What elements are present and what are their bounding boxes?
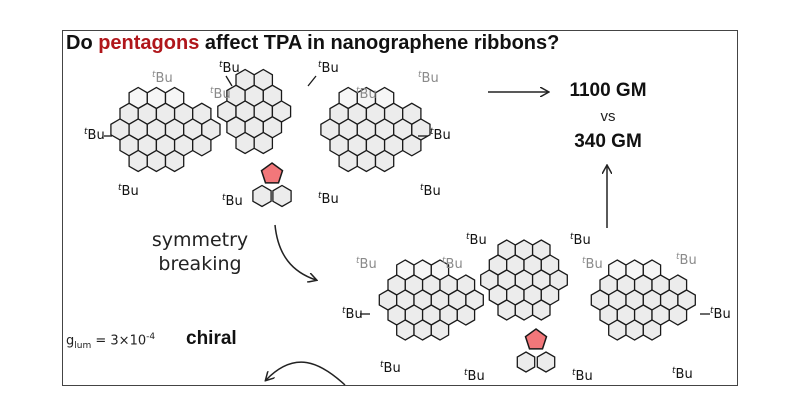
- tbu-substituent-label: tBu: [84, 127, 105, 143]
- hexagon-ring: [516, 351, 536, 373]
- tbu-substituent-label: tBu: [152, 70, 173, 86]
- tbu-substituent-label: tBu: [318, 60, 339, 76]
- tbu-substituent-label: tBu: [380, 360, 401, 376]
- glum-equals: = 3×10: [91, 333, 147, 349]
- hexagon-ring: [413, 319, 432, 341]
- tbu-substituent-label: tBu: [219, 60, 240, 76]
- hexagon-ring: [128, 149, 148, 173]
- tbu-substituent-label: tBu: [572, 368, 593, 384]
- hexagon-ring: [531, 299, 551, 321]
- symmetry-breaking-label: symmetry breaking: [150, 228, 250, 276]
- title-highlight: pentagons: [98, 32, 200, 54]
- tbu-substituent-label: tBu: [676, 252, 697, 268]
- symmetry-breaking-line2: breaking: [158, 253, 242, 275]
- tbu-substituent-label: tBu: [430, 127, 451, 143]
- tbu-substituent-label: tBu: [342, 306, 363, 322]
- title-suffix: affect TPA in nanographene ribbons?: [199, 32, 560, 54]
- hexagon-ring: [338, 149, 358, 173]
- glum-value: glum = 3×10-4: [66, 332, 155, 351]
- molecule-top: tBu tBu tBu tBu tBu tBu tBu tBu tBu tBu tBu tBu: [84, 60, 451, 209]
- arrow-curved-down: [274, 224, 316, 280]
- pentagon-ring: [260, 162, 284, 184]
- hexagon-ring: [374, 149, 395, 173]
- tbu-substituent-label: tBu: [318, 191, 339, 207]
- hexagon-ring: [235, 131, 255, 155]
- hexagon-ring: [164, 149, 185, 173]
- title-prefix: Do: [66, 32, 99, 54]
- figure-title: Do pentagons affect TPA in nanographene …: [66, 32, 559, 55]
- tbu-substituent-label: tBu: [710, 306, 731, 322]
- arrow-curved-left: [266, 361, 346, 386]
- hexagon-ring: [668, 304, 688, 326]
- tbu-substituent-label: tBu: [464, 368, 485, 384]
- chiral-label: chiral: [186, 328, 237, 349]
- hexagon-ring: [497, 299, 516, 321]
- hexagon-ring: [430, 319, 450, 341]
- hexagon-ring: [625, 319, 644, 341]
- substituent-bond: [225, 75, 233, 87]
- tbu-substituent-label: tBu: [222, 193, 243, 209]
- tbu-substituent-label: tBu: [356, 86, 377, 102]
- hexagon-ring: [146, 149, 167, 173]
- pentagon-ring: [524, 328, 548, 350]
- tbu-substituent-label: tBu: [418, 70, 439, 86]
- tbu-substituent-label: tBu: [420, 183, 441, 199]
- hexagon-ring: [356, 149, 377, 173]
- symmetry-breaking-line1: symmetry: [151, 229, 249, 251]
- glum-exponent: -4: [146, 332, 156, 342]
- tbu-substituent-label: tBu: [210, 86, 231, 102]
- hexagon-ring: [608, 319, 627, 341]
- hexagon-ring: [536, 351, 556, 373]
- hexagon-ring: [642, 319, 662, 341]
- hexagon-ring: [402, 134, 422, 157]
- hexagon-ring: [514, 299, 534, 321]
- hexagon-ring: [252, 184, 272, 208]
- tbu-substituent-label: tBu: [442, 256, 463, 272]
- tbu-substituent-label: tBu: [672, 366, 693, 382]
- tpa-value-2: 340 GM: [574, 131, 642, 152]
- hexagon-ring: [192, 134, 212, 157]
- vs-label: vs: [600, 108, 616, 125]
- tbu-substituent-label: tBu: [118, 183, 139, 199]
- tbu-substituent-label: tBu: [356, 256, 377, 272]
- hexagon-ring: [396, 319, 415, 341]
- substituent-bond: [307, 75, 317, 87]
- hexagon-ring: [456, 304, 476, 326]
- tbu-substituent-label: tBu: [582, 256, 603, 272]
- glum-sub: lum: [74, 340, 92, 351]
- glum-base: g: [66, 333, 75, 349]
- tbu-substituent-label: tBu: [466, 232, 487, 248]
- hexagon-ring: [272, 184, 292, 208]
- tbu-substituent-label: tBu: [570, 232, 591, 248]
- tpa-value-1: 1100 GM: [569, 80, 647, 101]
- hexagon-ring: [253, 131, 274, 155]
